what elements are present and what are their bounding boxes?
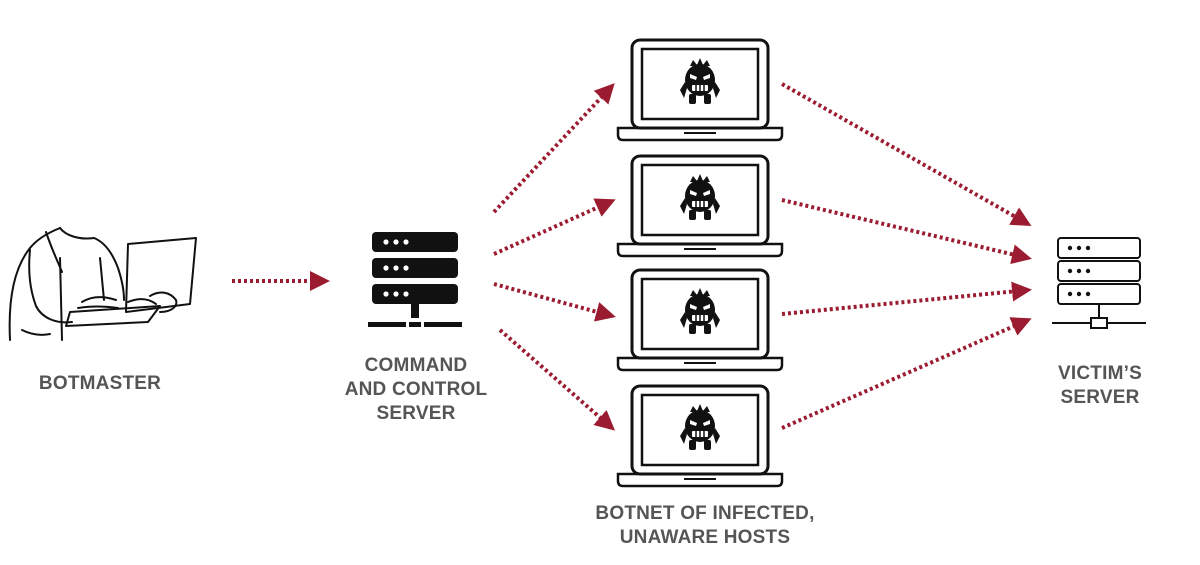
arrow-c2-to-bot-3 — [493, 282, 616, 322]
victim-server-label: VICTIM’S SERVER — [1030, 362, 1170, 410]
c2-label-line-3: SERVER — [376, 403, 456, 424]
arrow-c2-to-bot-1 — [492, 83, 615, 214]
arrow-c2-to-bot-4 — [498, 328, 616, 431]
c2-label-line-2: AND CONTROL — [344, 379, 488, 400]
botnet-label-line-2: UNAWARE HOSTS — [619, 527, 791, 548]
c2-server-label: COMMAND AND CONTROL SERVER — [310, 354, 522, 426]
infected-laptop-icon — [616, 38, 784, 142]
arrow-bot-2-to-victim — [781, 198, 1032, 265]
arrow-c2-to-bot-2 — [493, 198, 616, 256]
server-rack-icon — [368, 232, 462, 327]
person-with-laptop-icon — [8, 227, 197, 341]
attack-arrows — [232, 82, 1032, 431]
botnet-label: BOTNET OF INFECTED, UNAWARE HOSTS — [540, 502, 870, 550]
botmaster-label: BOTMASTER — [38, 373, 162, 394]
arrow-bot-1-to-victim — [781, 82, 1032, 226]
victim-label-line-1: VICTIM’S — [1058, 363, 1142, 384]
infected-laptop-icon — [616, 268, 784, 372]
infected-laptop-icon — [616, 384, 784, 488]
network-server-icon — [1052, 237, 1146, 329]
c2-label-line-1: COMMAND — [364, 355, 468, 376]
victim-label-line-2: SERVER — [1060, 387, 1140, 408]
arrow-bot-4-to-victim — [781, 317, 1032, 430]
arrow-bot-3-to-victim — [781, 281, 1032, 316]
botnet-label-line-1: BOTNET OF INFECTED, — [595, 503, 815, 524]
infected-laptop-icon — [616, 154, 784, 258]
